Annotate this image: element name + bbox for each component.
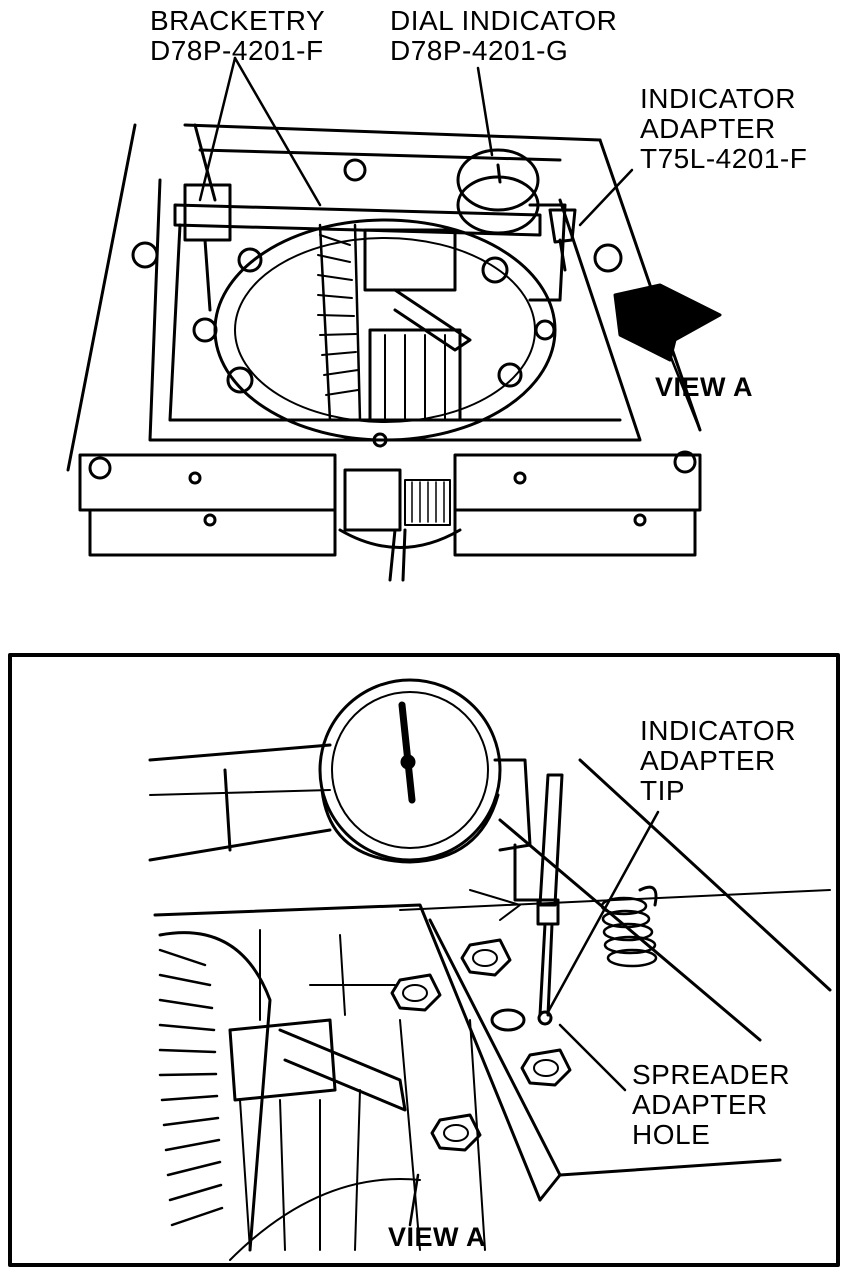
spreader-hole-label-line1: SPREADER: [632, 1059, 791, 1090]
bracketry-label-line2: D78P-4201-F: [150, 35, 324, 66]
indicator-adapter-label-line1: INDICATOR: [640, 83, 796, 114]
indicator-adapter-label-line2: ADAPTER: [640, 113, 776, 144]
top-view-art: [66, 56, 722, 582]
adapter-tip-label-line3: TIP: [640, 775, 686, 806]
spreader-adapter-hole-label: SPREADER ADAPTER HOLE: [632, 1060, 790, 1150]
view-a-label-top: VIEW A: [655, 372, 754, 402]
dial-indicator-label-line2: D78P-4201-G: [390, 35, 569, 66]
detail-view-frame: [8, 653, 840, 1267]
detail-view-art: [148, 678, 832, 1261]
adapter-tip-label-line2: ADAPTER: [640, 745, 776, 776]
adapter-tip-label-line1: INDICATOR: [640, 715, 796, 746]
view-a-label-detail: VIEW A: [388, 1222, 487, 1252]
bracketry-label-line1: BRACKETRY: [150, 5, 326, 36]
spreader-hole-label-line2: ADAPTER: [632, 1089, 768, 1120]
indicator-adapter-tip-label: INDICATOR ADAPTER TIP: [640, 716, 796, 806]
dial-indicator-label: DIAL INDICATOR D78P-4201-G: [390, 6, 617, 66]
bracketry-label: BRACKETRY D78P-4201-F: [150, 6, 325, 66]
spreader-hole-label-line3: HOLE: [632, 1119, 711, 1150]
indicator-adapter-label: INDICATOR ADAPTER T75L-4201-F: [640, 84, 807, 174]
indicator-adapter-label-line3: T75L-4201-F: [640, 143, 808, 174]
dial-indicator-label-line1: DIAL INDICATOR: [390, 5, 618, 36]
